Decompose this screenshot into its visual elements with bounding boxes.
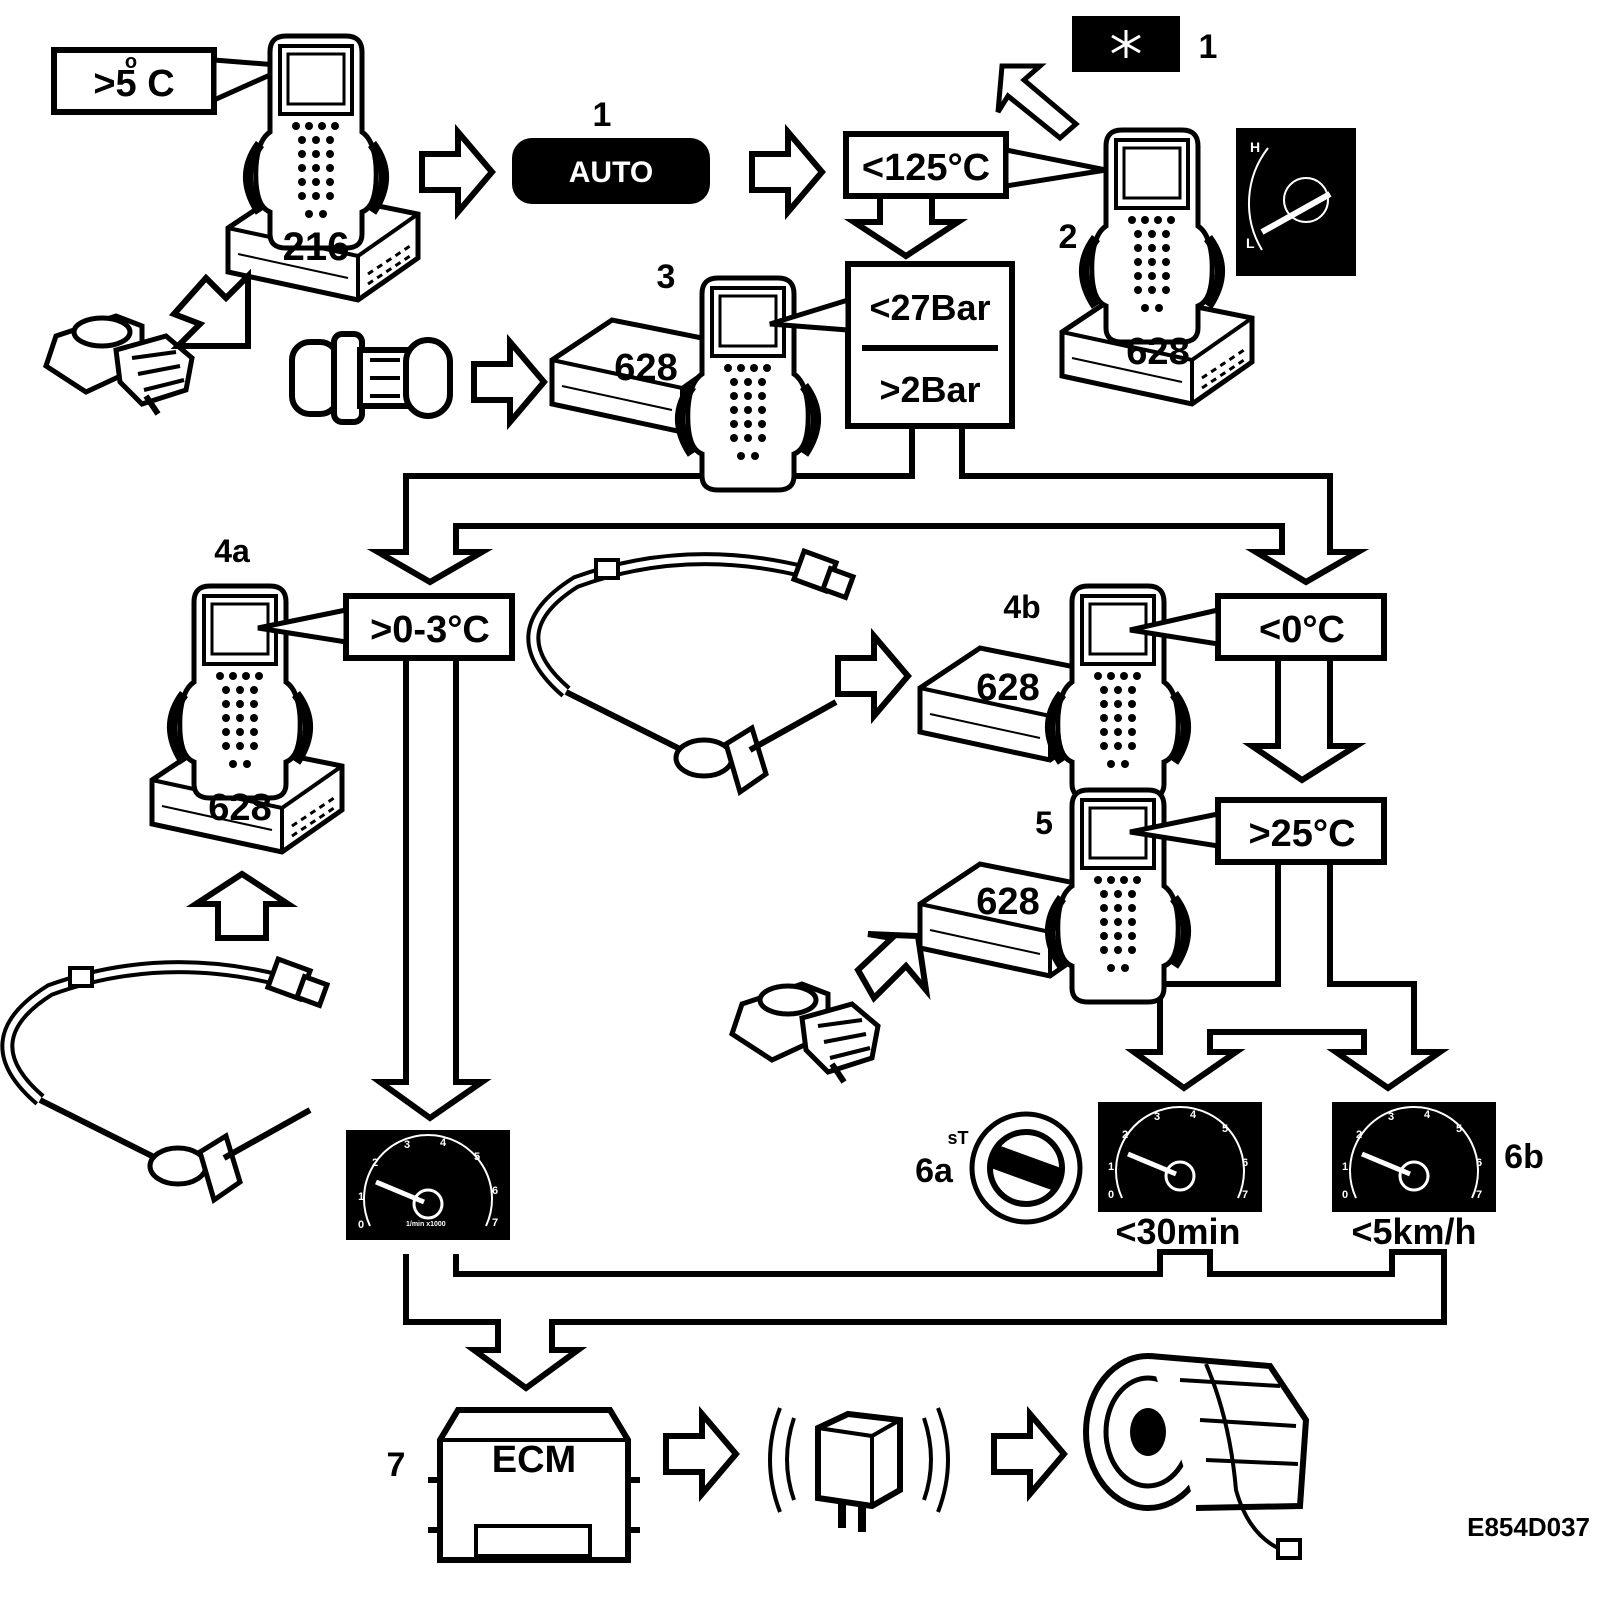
flow-arrow-icon <box>422 132 492 212</box>
ac-compressor-icon <box>1083 1353 1310 1560</box>
callout-4b: 4b <box>1003 589 1040 625</box>
coolant-gauge-high: H <box>1250 139 1260 155</box>
control-module-icon: ECM 7 <box>387 1407 640 1563</box>
svg-text:1: 1 <box>1108 1161 1114 1173</box>
pressure-range-box: <27Bar >2Bar <box>769 261 1015 429</box>
coolant-temp-label: <125°C <box>862 147 990 189</box>
module-id-216: 216 <box>283 225 350 269</box>
svg-text:3: 3 <box>404 1139 410 1151</box>
callout-1-auto: 1 <box>593 96 612 134</box>
svg-text:1/min x1000: 1/min x1000 <box>406 1221 446 1228</box>
svg-text:6: 6 <box>492 1185 498 1197</box>
auto-button-label: AUTO <box>569 156 653 189</box>
callout-5: 5 <box>1035 805 1053 841</box>
temperature-sensor-icon <box>46 316 192 414</box>
sensor-harness-icon <box>533 551 853 792</box>
svg-text:6: 6 <box>1242 1157 1248 1169</box>
evap-above-box: >25°C <box>1129 797 1387 865</box>
svg-text:6: 6 <box>1476 1157 1482 1169</box>
speed-limit-label: <5km/h <box>1351 1211 1476 1252</box>
tachometer-icon: 0 1 2 3 4 5 6 7 <5km/h 6b <box>1332 1102 1544 1252</box>
svg-text:5: 5 <box>1456 1123 1462 1135</box>
ambient-temp-label: >5 C <box>93 63 174 105</box>
evap-range-label: >0-3°C <box>370 609 490 651</box>
tachometer-icon: 0 1 2 3 4 5 6 7 1/min x1000 <box>346 1130 510 1240</box>
svg-text:0: 0 <box>1342 1189 1348 1201</box>
flow-arrow-icon <box>666 1414 736 1494</box>
diagnostic-tester-icon: 216 <box>228 36 418 300</box>
callout-6b: 6b <box>1504 1138 1544 1176</box>
svg-text:0: 0 <box>1108 1189 1114 1201</box>
svg-text:7: 7 <box>492 1217 498 1229</box>
svg-text:5: 5 <box>474 1151 480 1163</box>
svg-text:5: 5 <box>1222 1123 1228 1135</box>
svg-text:3: 3 <box>1154 1111 1160 1123</box>
evap-below-label: <0°C <box>1259 609 1345 651</box>
flow-arrow-icon <box>854 931 931 1003</box>
svg-text:2: 2 <box>1356 1129 1362 1141</box>
callout-4a: 4a <box>214 533 250 569</box>
svg-text:4: 4 <box>1190 1109 1197 1121</box>
svg-text:2: 2 <box>372 1157 378 1169</box>
flow-arrow-icon <box>994 1414 1064 1494</box>
evap-below-box: <0°C <box>1129 593 1387 661</box>
callout-3: 3 <box>657 258 676 296</box>
tachometer-icon: 0 1 2 3 4 5 6 7 <30min <box>1098 1102 1262 1252</box>
svg-text:1: 1 <box>1342 1161 1348 1173</box>
sensor-harness-icon <box>7 959 327 1200</box>
svg-text:3: 3 <box>1388 1111 1394 1123</box>
temperature-sensor-icon <box>732 984 878 1082</box>
ecm-label: ECM <box>492 1439 576 1481</box>
svg-text:4: 4 <box>440 1137 447 1149</box>
callout-2: 2 <box>1059 218 1078 256</box>
flow-arrow-icon <box>838 636 908 716</box>
coolant-gauge-icon: H L <box>1236 128 1356 276</box>
diagnostic-tester-icon: 628 5 <box>920 790 1186 1002</box>
callout-1-snow: 1 <box>1199 28 1218 66</box>
diagnostic-tester-icon: 628 4b <box>920 586 1186 798</box>
svg-text:2: 2 <box>1122 1129 1128 1141</box>
module-id-628-4a: 628 <box>208 787 271 829</box>
evap-range-box: >0-3°C <box>257 593 515 661</box>
flow-arrow-icon <box>185 870 299 941</box>
ignition-mark: sT <box>947 1128 968 1148</box>
auto-button-icon: 1 AUTO <box>512 96 710 204</box>
flow-arrow-icon <box>474 342 544 422</box>
module-id-628-pressure: 628 <box>614 347 677 389</box>
coolant-gauge-low: L <box>1246 235 1255 251</box>
relay-icon <box>768 1407 950 1532</box>
coolant-temp-box: <125°C <box>843 131 1107 199</box>
module-id-628-4b: 628 <box>976 667 1039 709</box>
ambient-temp-degree: o <box>125 51 137 73</box>
pressure-max-label: <27Bar <box>869 287 990 328</box>
module-id-628-5: 628 <box>976 881 1039 923</box>
callout-7: 7 <box>387 1446 406 1484</box>
snowflake-icon: 1 <box>1072 16 1217 72</box>
diagnostic-tester-icon: 628 3 <box>552 258 816 490</box>
svg-text:7: 7 <box>1242 1189 1248 1201</box>
ambient-temp-box: >5 C o <box>51 47 292 115</box>
flow-arrow-icon <box>752 132 822 212</box>
callout-6a: 6a <box>915 1152 954 1190</box>
pressure-sensor-icon <box>289 331 453 425</box>
evap-above-label: >25°C <box>1248 813 1355 855</box>
svg-text:7: 7 <box>1476 1189 1482 1201</box>
pressure-min-label: >2Bar <box>879 369 980 410</box>
module-id-628-coolant: 628 <box>1126 331 1189 373</box>
flow-arrow-icon <box>995 63 1080 142</box>
flow-lines <box>366 192 1450 1392</box>
flow-arrow-icon <box>168 268 251 349</box>
ignition-switch-icon: sT 6a <box>915 1111 1083 1225</box>
time-limit-label: <30min <box>1115 1211 1240 1252</box>
svg-text:1: 1 <box>358 1191 364 1203</box>
diagnostic-tester-icon: 628 4a <box>152 533 342 852</box>
svg-text:4: 4 <box>1424 1109 1431 1121</box>
diagnostic-tester-icon: 628 2 <box>1059 130 1252 404</box>
svg-text:0: 0 <box>358 1219 364 1231</box>
figure-code: E854D037 <box>1467 1512 1590 1542</box>
